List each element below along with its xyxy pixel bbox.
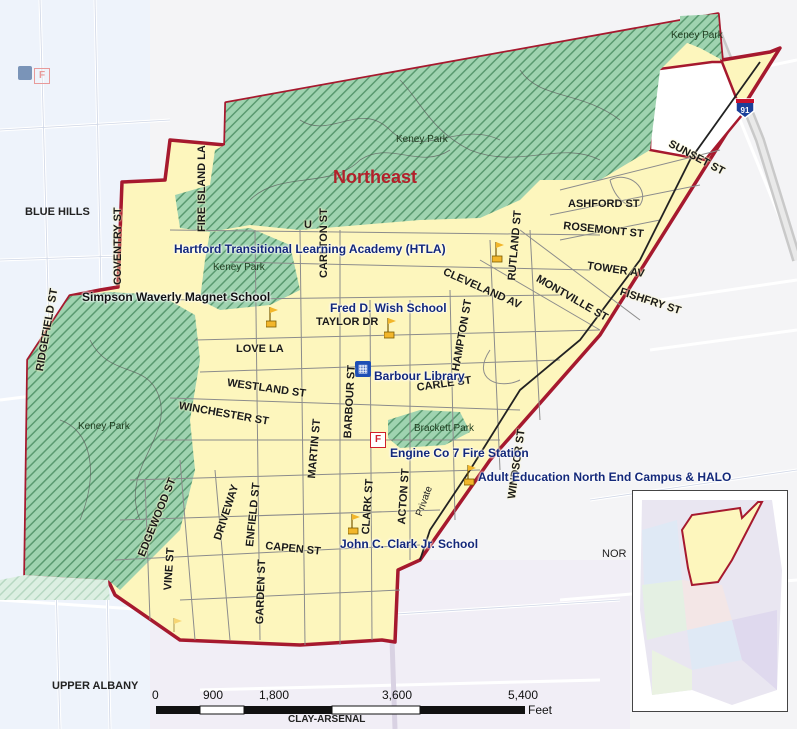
keney-park-left (25, 292, 200, 590)
scale-seg-4 (331, 705, 421, 715)
inset-locator-map (632, 490, 788, 712)
park-label-keney-left: Keney Park (78, 421, 130, 432)
school-flag-icon-clark (347, 512, 362, 541)
park-label-keney-top: Keney Park (671, 30, 723, 41)
scale-unit: Feet (528, 703, 553, 717)
scale-tick-3600: 3,600 (382, 688, 413, 702)
street-coventry: COVENTRY ST (112, 207, 124, 285)
street-ashford: ASHFORD ST (568, 198, 640, 210)
poi-label-htla: Hartford Transitional Learning Academy (… (174, 242, 446, 256)
poi-label-clark-school: John C. Clark Jr. School (340, 537, 479, 551)
scale-tick-900: 900 (203, 688, 224, 702)
interstate-shield-icon: 91 (734, 97, 756, 119)
keney-park-topright (680, 14, 722, 60)
shield-number: 91 (741, 106, 750, 115)
scale-tick-1800: 1,800 (259, 688, 290, 702)
scale-tick-5400: 5,400 (508, 688, 539, 702)
park-trails (59, 69, 621, 521)
district-streets (114, 149, 721, 646)
keney-park-main (175, 14, 718, 232)
poi-label-simpson: Simpson Waverly Magnet School (82, 290, 271, 304)
park-label-keney-center: Keney Park (396, 134, 448, 145)
library-icon: ▦ (355, 361, 371, 377)
scale-seg-1 (156, 706, 200, 714)
scale-tick-0: 0 (152, 688, 159, 702)
park-label-keney-mid: Keney Park (213, 262, 265, 273)
info-icon (18, 66, 32, 80)
neighborhood-blue-hills: BLUE HILLS (25, 206, 90, 218)
street-love: LOVE LA (236, 343, 284, 355)
district-title: Northeast (333, 167, 418, 187)
scale-seg-2 (199, 705, 245, 715)
neighborhood-upper-albany: UPPER ALBANY (52, 680, 139, 692)
scale-seg-3 (244, 706, 332, 714)
brackett-park (388, 410, 470, 448)
inset-northeast-highlight (680, 501, 764, 587)
park-outside-left (0, 575, 110, 600)
street-u: U (304, 219, 312, 231)
poi-label-adult-ed: Adult Education North End Campus & HALO (478, 470, 732, 484)
poi-label-wish: Fred D. Wish School (330, 301, 447, 315)
school-flag-icon-htla (491, 240, 506, 269)
poi-label-library: Barbour Library (374, 369, 465, 383)
street-taylor: TAYLOR DR (316, 316, 379, 328)
street-fire-island: FIRE ISLAND LA (196, 145, 208, 232)
keney-park-mid (200, 228, 300, 310)
school-flag-icon-simpson (265, 305, 280, 334)
school-flag-icon-outside (170, 616, 184, 645)
scale-seg-5 (420, 706, 525, 714)
poi-label-fire: Engine Co 7 Fire Station (390, 446, 529, 460)
scale-bar (156, 705, 525, 715)
school-flag-icon-adult-ed (463, 463, 478, 492)
neighborhood-north-end: NOR (602, 548, 627, 560)
school-flag-icon-wish (383, 316, 398, 345)
park-label-brackett: Brackett Park (414, 423, 475, 434)
fire-station-icon-outside: F (34, 68, 50, 84)
windsor-street-line (419, 61, 761, 561)
street-garden: GARDEN ST (254, 559, 269, 625)
fire-station-icon: F (370, 432, 386, 448)
neighborhood-clay-arsenal: CLAY-ARSENAL (288, 714, 366, 725)
